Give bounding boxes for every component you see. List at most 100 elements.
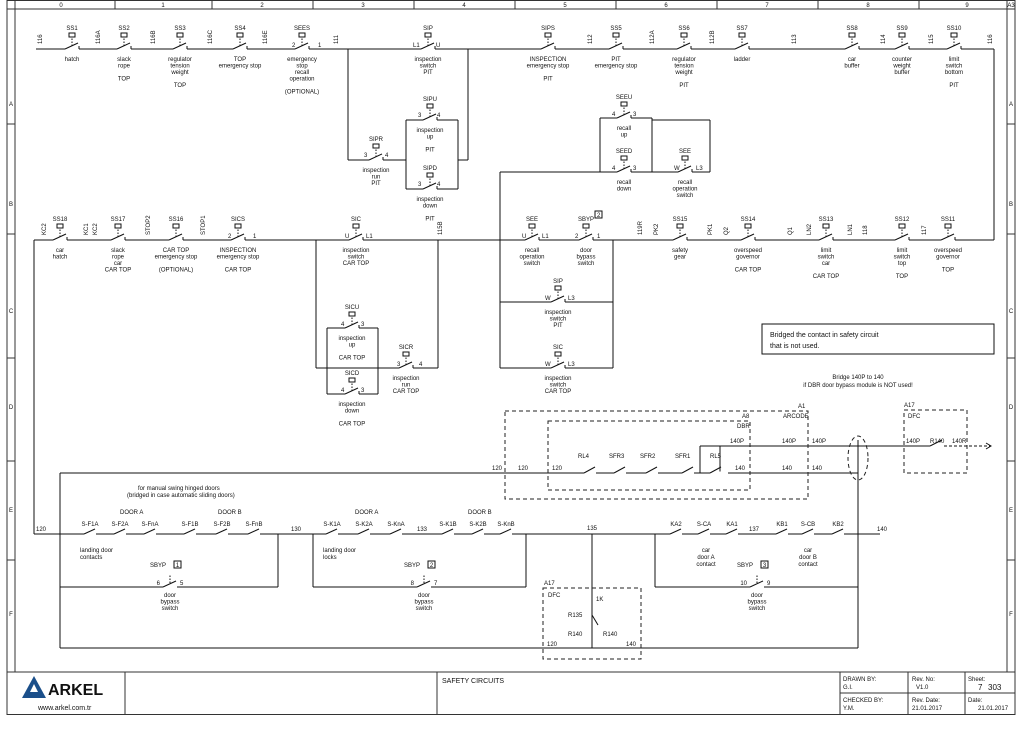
switch-id: SS12 (895, 217, 910, 223)
switch-desc: tension (170, 64, 189, 70)
switch-desc: regulator (168, 57, 192, 63)
door-contact: KA1 (725, 522, 738, 536)
switch-id: SIP (553, 279, 563, 285)
node-label: 140 (626, 642, 637, 648)
switch-desc: TOP (942, 268, 954, 274)
actuator-head (681, 155, 689, 161)
wire-label: LN2 (807, 223, 813, 235)
row-labels: A B C D E F A B C D E F (9, 102, 1014, 618)
row-label: E (9, 508, 13, 514)
switch-desc: bypass (160, 600, 179, 606)
switch-id: SICU (345, 305, 359, 311)
switch-desc: PIT (423, 70, 433, 76)
wire-label: PK2 (654, 223, 660, 235)
wire-label: KC2 (93, 223, 99, 235)
switch-id: SBYP (578, 217, 594, 223)
node-label: 140P (812, 439, 826, 445)
contact-lever (709, 466, 722, 474)
node-label: 140P (906, 439, 920, 445)
pin-label: 1K (596, 597, 603, 603)
switch-id: SICS (231, 217, 245, 223)
relay-contact (709, 466, 722, 475)
door-contact: S-K2B (469, 522, 487, 536)
company-website[interactable]: www.arkel.com.tr (37, 705, 92, 712)
rev-no-value: V1.0 (916, 685, 929, 691)
door-contact-label: S-KnA (387, 522, 404, 528)
switch-desc: TOP (234, 57, 246, 63)
switch-tag-box (427, 560, 436, 569)
door-contact: S-CB (801, 522, 815, 536)
switch-id: SS3 (174, 26, 186, 32)
contact-lever (441, 528, 454, 535)
car-door-a-label: car (702, 548, 710, 554)
switch-desc: PIT (611, 57, 621, 63)
door-contact: S-F1B (181, 522, 199, 536)
switch-desc: emergency stop (527, 64, 570, 70)
switch-desc: door (164, 593, 176, 599)
pin-label: 3 (633, 166, 637, 172)
module-id: A8 (742, 414, 750, 420)
switch-desc: CAR TOP (105, 268, 131, 274)
switch-tag: 2 (430, 563, 434, 569)
relay-label: R140 (568, 632, 583, 638)
switch-id: SS15 (673, 217, 688, 223)
switch-desc: inspection (362, 168, 389, 174)
switch-id: SS6 (678, 26, 690, 32)
node-label: 140 (812, 466, 823, 472)
rev-no-label: Rev. No: (912, 677, 935, 683)
pin-label: 7 (434, 581, 438, 587)
switch-desc: overspeed (934, 248, 962, 254)
row-label: D (9, 405, 14, 411)
switch-desc: door (751, 593, 763, 599)
wire-label: 116C (208, 29, 214, 44)
pin-label: 4 (437, 113, 441, 119)
car-door-b-label: contact (798, 562, 818, 568)
actuator-head (426, 103, 434, 109)
pin-label: U (436, 43, 440, 49)
module-name: ARCODE (783, 414, 809, 420)
wire-label: 113 (792, 34, 798, 44)
switch-symbols: SS1hatchSS2slackropeTOPSS3regulatortensi… (53, 26, 964, 428)
bridge-highlight (847, 435, 869, 481)
switch-desc: inspection (392, 376, 419, 382)
date-value: 21.01.2017 (978, 706, 1009, 712)
door-contact: S-K1B (439, 522, 457, 536)
pin-label: 2 (292, 43, 296, 49)
contact-lever (183, 528, 196, 535)
switch-desc: door (580, 248, 592, 254)
switch-desc: emergency stop (155, 255, 198, 261)
note-box: Bridged the contact in safety circuit th… (761, 323, 995, 355)
wire-label: 119R (638, 220, 644, 235)
switch-desc: CAR TOP (545, 389, 571, 395)
contact-lever (357, 528, 370, 535)
switch-desc: TOP (896, 274, 908, 280)
switch-id: SEE (679, 149, 691, 155)
switch-desc: run (372, 175, 381, 181)
title-block-text: SAFETY CIRCUITS DRAWN BY: G.I. CHECKED B… (442, 677, 1009, 712)
switch-desc: INSPECTION (220, 248, 257, 254)
switch-desc: inspection (416, 197, 443, 203)
switch-desc: regulator (672, 57, 696, 63)
actuator-head (172, 223, 180, 229)
col-label: 3 (361, 3, 365, 9)
actuator-head (528, 223, 536, 229)
switch-id: SBYP (737, 563, 753, 569)
wire-label: 112 (588, 34, 594, 44)
actuator-head (426, 172, 434, 178)
door-contact-label: S-F2A (111, 522, 128, 528)
switch-desc: inspection (416, 128, 443, 134)
switch-desc: switch (550, 383, 567, 389)
contact-lever (471, 528, 484, 535)
contact-lever (831, 528, 844, 535)
switch-desc: recall (295, 70, 309, 76)
switch-desc: limit (949, 57, 960, 63)
